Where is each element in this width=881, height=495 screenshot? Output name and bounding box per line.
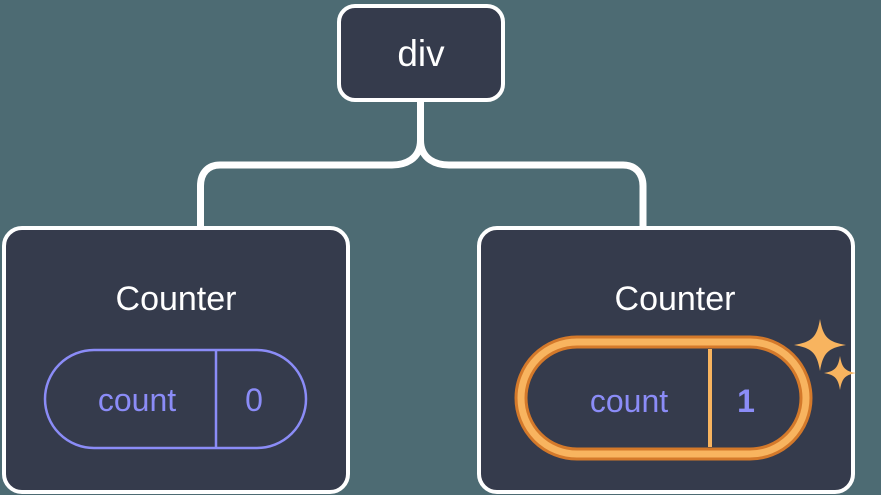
state-pill-left-key: count bbox=[98, 382, 176, 418]
state-pill-right[interactable]: count 1 bbox=[514, 335, 813, 461]
sparkle-small-icon bbox=[824, 356, 856, 390]
node-div[interactable]: div bbox=[337, 4, 505, 102]
node-counter-left[interactable]: Counter count 0 bbox=[2, 226, 350, 494]
node-counter-left-box bbox=[2, 226, 350, 494]
state-pill-right-outline bbox=[517, 338, 810, 458]
connector-branch-left bbox=[197, 136, 424, 234]
state-pill-right-value: 1 bbox=[737, 383, 755, 419]
node-counter-right[interactable]: Counter count 1 bbox=[477, 226, 856, 494]
state-pill-left[interactable]: count 0 bbox=[43, 348, 308, 450]
sparkle-large-icon bbox=[794, 319, 846, 371]
node-div-label: div bbox=[397, 33, 445, 74]
state-pill-left-outline bbox=[43, 348, 308, 450]
node-counter-left-label: Counter bbox=[116, 280, 237, 318]
node-counter-right-label: Counter bbox=[615, 280, 736, 318]
node-div-box bbox=[337, 4, 505, 102]
node-counter-right-box bbox=[477, 226, 855, 494]
sparkle-group bbox=[794, 319, 856, 390]
state-pill-right-key: count bbox=[590, 383, 668, 419]
connector-branch-right bbox=[417, 136, 647, 234]
state-pill-left-value: 0 bbox=[245, 382, 263, 418]
